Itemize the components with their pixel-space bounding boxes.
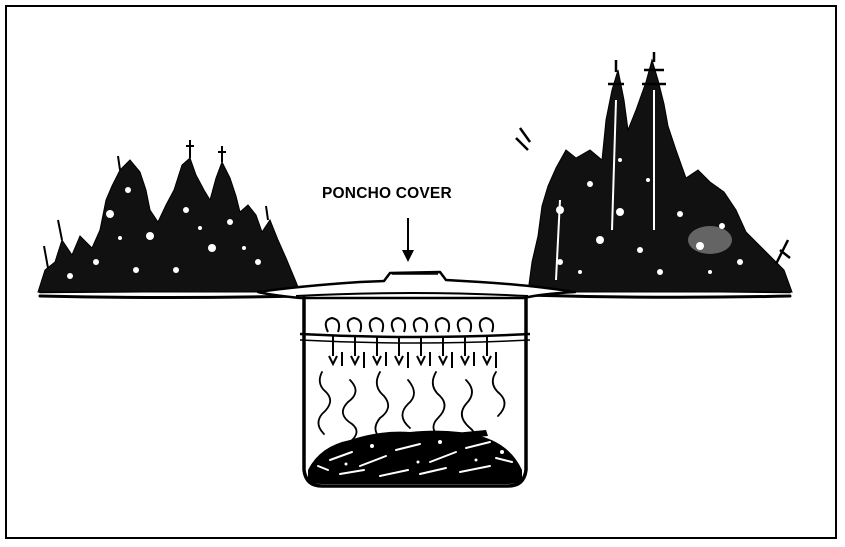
smoldering-fuel	[308, 430, 522, 484]
callout-arrow	[402, 218, 414, 262]
poncho-cover-label: PONCHO COVER	[322, 185, 452, 203]
support-wire	[300, 334, 530, 343]
poncho-cover	[258, 272, 575, 298]
right-vegetation	[516, 52, 792, 292]
left-vegetation	[38, 140, 300, 292]
